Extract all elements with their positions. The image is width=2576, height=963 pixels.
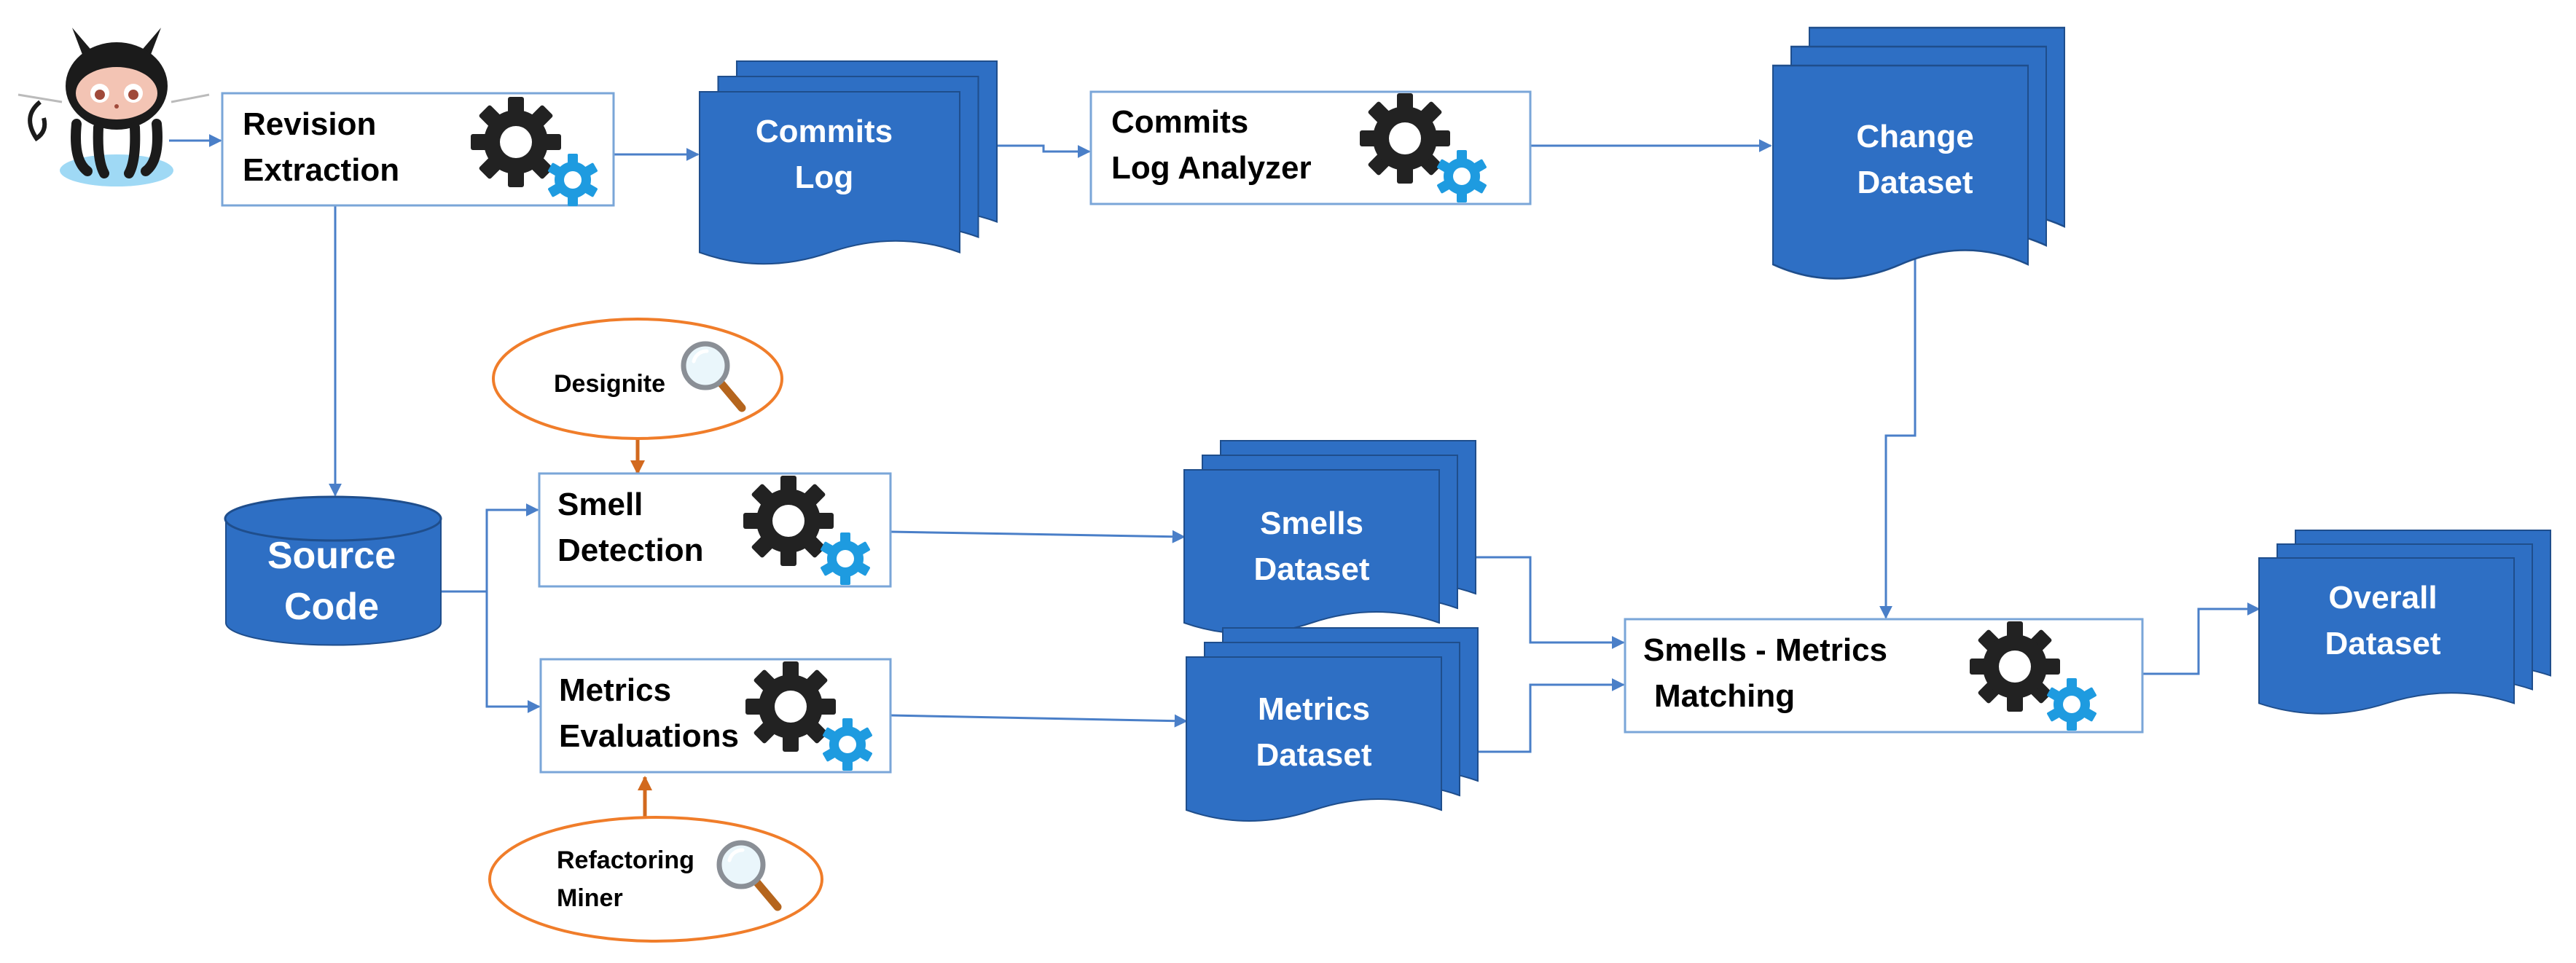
- metrics-evaluations-line2: Evaluations: [559, 718, 739, 754]
- smells-dataset-line2: Dataset: [1254, 551, 1370, 587]
- commits-log-line2: Log: [795, 160, 854, 195]
- metrics-dataset-line1: Metrics: [1258, 691, 1370, 727]
- log-analyzer-line2: Log Analyzer: [1111, 150, 1312, 186]
- arrow-smell-detection-to-smells-dataset: [890, 530, 1186, 543]
- change-dataset-line1: Change: [1856, 119, 1973, 154]
- refactoring-miner-tool: Refactoring Miner: [488, 816, 823, 943]
- octocat-icon: [17, 28, 210, 186]
- smell-detection-line2: Detection: [557, 532, 703, 568]
- arrow-metrics-evaluations-to-metrics-dataset: [890, 714, 1188, 728]
- revision-extraction-line1: Revision: [243, 106, 376, 142]
- source-code-line1: Source: [267, 535, 396, 577]
- metrics-evaluations-line1: Metrics: [559, 672, 671, 708]
- arrow-matching-to-overall-dataset: [2142, 602, 2260, 675]
- overall-dataset-line2: Dataset: [2325, 626, 2441, 661]
- refactoring-miner-line2: Miner: [557, 884, 623, 912]
- revision-extraction-line2: Extraction: [243, 152, 399, 188]
- log-analyzer-box: Commits Log Analyzer: [1089, 90, 1532, 205]
- arrow-commits-log-to-analyzer: [991, 144, 1091, 158]
- arrow-source-to-smell-detection: [441, 503, 539, 593]
- refactoring-miner-line1: Refactoring: [557, 846, 694, 874]
- revision-extraction-box: Revision Extraction: [221, 92, 615, 207]
- matching-line2: Matching: [1654, 678, 1795, 714]
- smells-dataset-line1: Smells: [1260, 506, 1363, 541]
- overall-dataset-doc: [2258, 530, 2551, 715]
- matching-line1: Smells - Metrics: [1643, 632, 1887, 668]
- designite-tool: Designite: [492, 318, 783, 440]
- arrow-change-dataset-to-matching: [1879, 256, 1917, 619]
- log-analyzer-line1: Commits: [1111, 104, 1248, 140]
- arrow-source-to-metrics-evaluations: [485, 591, 541, 713]
- arrow-smells-dataset-to-matching: [1472, 556, 1625, 649]
- overall-dataset-line1: Overall: [2328, 580, 2437, 616]
- connectors: [169, 134, 2260, 817]
- smell-detection-box: Smell Detection: [538, 472, 892, 588]
- commits-log-line1: Commits: [756, 114, 893, 149]
- designite-label: Designite: [554, 370, 665, 398]
- metrics-dataset-line2: Dataset: [1256, 737, 1372, 773]
- arrow-metrics-dataset-to-matching: [1472, 678, 1625, 753]
- source-code-database: [224, 495, 442, 646]
- metrics-evaluations-box: Metrics Evaluations: [539, 658, 892, 774]
- smell-detection-line1: Smell: [557, 487, 643, 522]
- matching-box: Smells - Metrics Matching: [1624, 618, 2144, 734]
- source-code-line2: Code: [284, 586, 379, 628]
- change-dataset-line2: Dataset: [1857, 165, 1973, 200]
